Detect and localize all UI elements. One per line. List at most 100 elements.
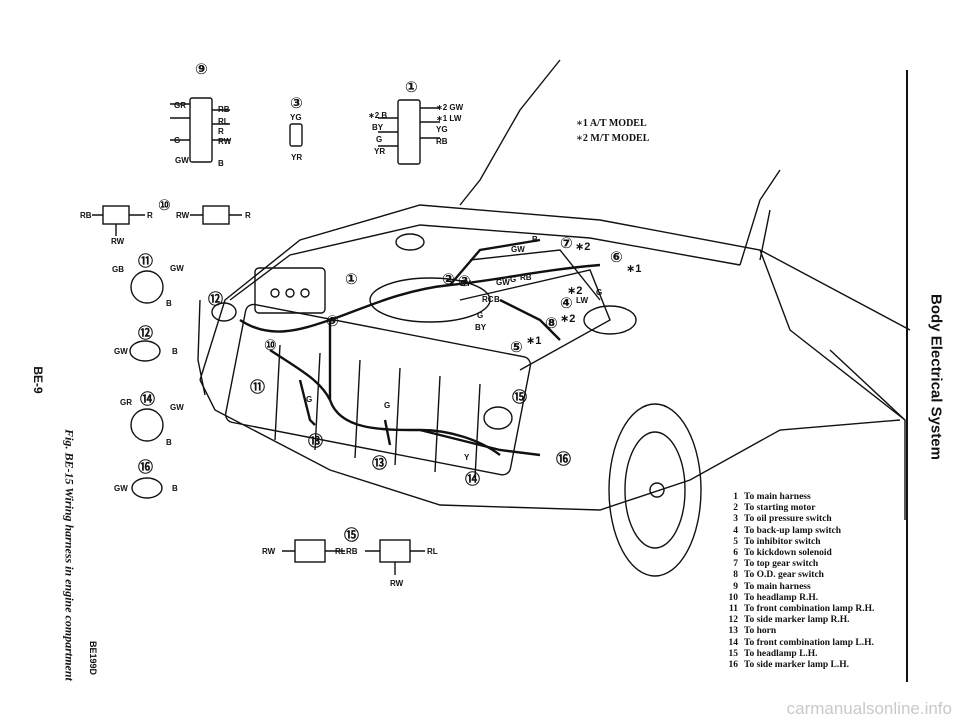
legend-number: 13: [728, 626, 739, 637]
star-callout-6: ∗1: [626, 263, 641, 275]
wire-label-gr-14: GR: [120, 398, 132, 407]
legend-item: 12 To side marker lamp R.H.: [722, 615, 922, 626]
wire-label-gr: GR: [174, 101, 186, 110]
legend-text: To headlamp L.H.: [744, 648, 818, 659]
wire-label-rw-10b: RW: [176, 211, 190, 220]
callout-15-detail: ⑮: [344, 526, 359, 544]
wire-label-rw: RW: [218, 137, 232, 146]
wire-label-gw-main: GW: [511, 245, 525, 254]
legend-number: 10: [728, 592, 739, 603]
legend-number: 3: [733, 514, 738, 525]
callout-1-detail: ①: [405, 79, 418, 96]
callout-12-detail: ⑫: [138, 324, 153, 342]
legend-text: To main harness: [744, 492, 811, 502]
wire-label-r: R: [218, 127, 224, 136]
legend-text: To front combination lamp L.H.: [744, 637, 874, 648]
star-callout-4: ∗2: [567, 285, 582, 297]
legend-item: 13 To horn: [722, 626, 922, 637]
callout-9: ⑨: [326, 313, 339, 330]
legend-number: 7: [733, 559, 738, 570]
legend-text: To O.D. gear switch: [744, 570, 824, 581]
callout-3-detail: ③: [290, 95, 303, 112]
wire-label-y-main: Y: [464, 453, 470, 462]
legend-text: To starting motor: [744, 503, 816, 514]
wire-label-r-10a: R: [147, 211, 153, 220]
wire-label-yg-1: YG: [436, 125, 448, 134]
wire-label-rc-main: RC: [482, 295, 494, 304]
wire-label-star1lw: ∗1 LW: [436, 114, 462, 123]
wire-label-g-1: G: [376, 135, 382, 144]
wire-label-gw-main2: GW: [496, 278, 510, 287]
callout-15: ⑮: [512, 388, 527, 406]
headlamp-lh: [483, 406, 513, 430]
legend-text: To side marker lamp L.H.: [744, 660, 850, 671]
connector-14-detail: [130, 408, 164, 442]
wire-label-star2b: ∗2 B: [368, 111, 387, 120]
watermark: carmanualsonline.info: [786, 699, 952, 718]
model-notes: ∗1 A/T MODEL ∗2 M/T MODEL: [576, 116, 649, 146]
legend-text: To side marker lamp R.H.: [744, 615, 850, 626]
wire-label-g: G: [174, 136, 180, 145]
callout-16-detail: ⑯: [138, 458, 153, 476]
legend-text: To headlamp R.H.: [744, 592, 819, 603]
engine-components: [254, 233, 637, 371]
callout-11-detail: ⑪: [138, 252, 153, 270]
wire-label-yr-1: YR: [374, 147, 385, 156]
headlamp-rh: [211, 302, 237, 322]
connector-10-detail: [92, 205, 242, 236]
wire-label-rb-10: RB: [80, 211, 92, 220]
front-grille: [224, 303, 532, 479]
wire-label-rl-15a: RL: [335, 547, 346, 556]
legend-number: 4: [733, 525, 738, 536]
callout-3: ③: [458, 273, 471, 290]
legend-text: To top gear switch: [744, 559, 819, 570]
wire-label-lw-main: LW: [576, 296, 588, 305]
star-callout-8: ∗2: [560, 313, 575, 325]
legend-text: To main harness: [744, 581, 811, 592]
connector-1-detail: [378, 99, 440, 165]
callout-1: ①: [345, 271, 358, 288]
legend-number: 11: [729, 604, 738, 615]
legend-number: 5: [733, 536, 738, 547]
callout-10-detail: ⑩: [158, 197, 171, 214]
callout-13-a: ⑬: [308, 432, 323, 450]
callout-4: ④: [560, 295, 573, 312]
wire-label-gw-16: GW: [114, 484, 128, 493]
legend-item: 7 To top gear switch: [722, 559, 922, 570]
wire-label-b: B: [218, 159, 224, 168]
connector-16-detail: [131, 477, 163, 499]
legend-text: To horn: [744, 626, 777, 637]
figure-caption: Fig. BE-15 Wiring harness in engine comp…: [62, 429, 77, 681]
wire-label-gw: GW: [175, 156, 189, 165]
wire-label-g-main4: G: [306, 395, 312, 404]
wire-label-g-main: G: [510, 275, 516, 284]
connector-9-detail: [170, 97, 230, 163]
wire-label-by-main2: BY: [475, 323, 487, 332]
wire-label-yg-3: YG: [290, 113, 302, 122]
legend-item: 10 To headlamp R.H.: [722, 593, 922, 604]
legend-number: 1: [733, 492, 738, 502]
wire-label-rw-10a: RW: [111, 237, 125, 246]
legend-item: 3 To oil pressure switch: [722, 514, 922, 525]
callout-12: ⑫: [208, 290, 223, 308]
wire-label-b-16: B: [172, 484, 178, 493]
wire-label-rl-15b: RL: [427, 547, 438, 556]
legend-text: To oil pressure switch: [744, 514, 832, 525]
wire-label-r-10b: R: [245, 211, 251, 220]
connector-11-detail: [130, 270, 164, 304]
model-note-at: ∗1 A/T MODEL: [576, 118, 647, 129]
wire-label-rb-main: RB: [520, 273, 532, 282]
callout-14-detail: ⑭: [140, 390, 155, 408]
wire-label-gw-14: GW: [170, 403, 184, 412]
legend-number: 6: [733, 548, 738, 559]
legend-number: 12: [728, 615, 739, 626]
